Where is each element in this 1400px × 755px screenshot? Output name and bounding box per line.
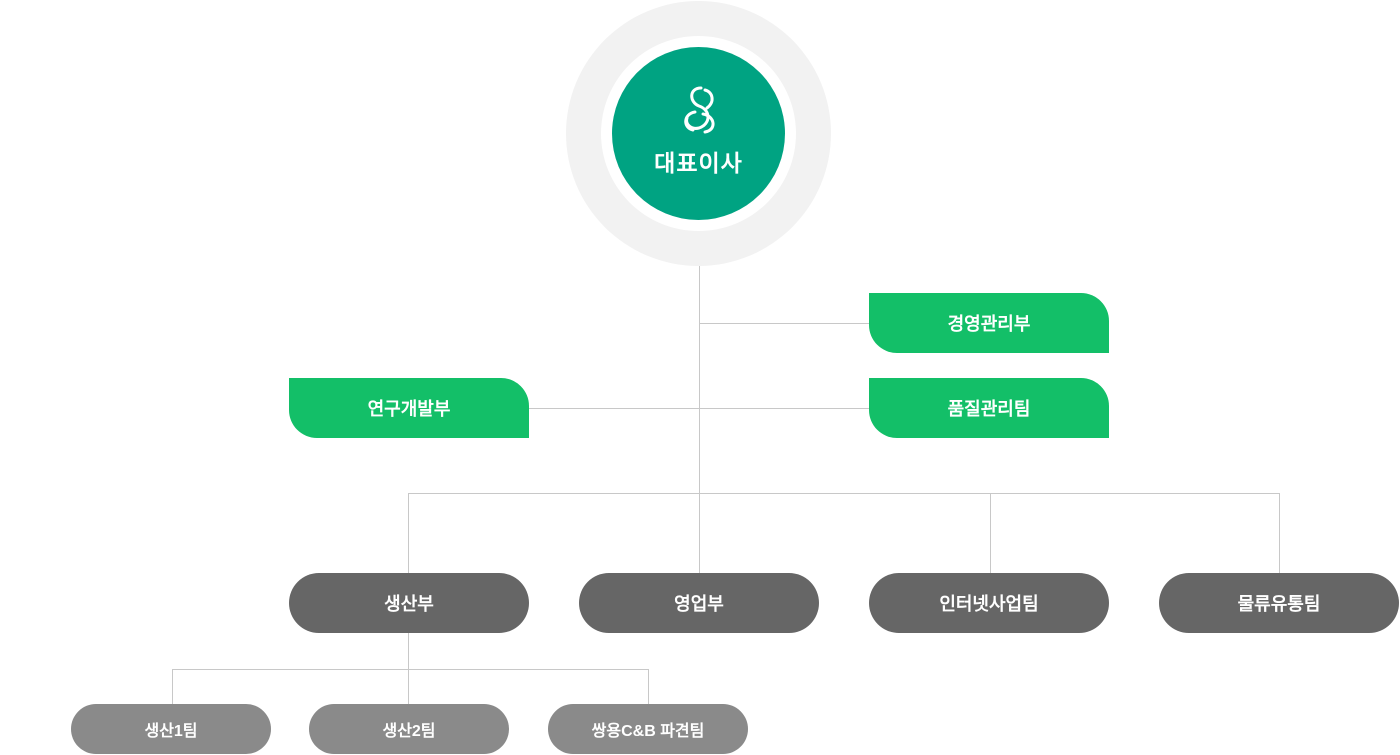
rnd-dept-node: 연구개발부: [289, 378, 529, 438]
ceo-node: 대표이사: [612, 47, 785, 220]
connector-production: [408, 493, 409, 574]
connector-departments-bar: [408, 493, 1280, 494]
connector-team3: [648, 669, 649, 704]
internet-business-team-node: 인터넷사업팀: [869, 573, 1109, 633]
connector-management: [699, 323, 870, 324]
connector-internet-business: [990, 493, 991, 574]
production-dept-node: 생산부: [289, 573, 529, 633]
connector-team1: [172, 669, 173, 704]
sales-dept-node: 영업부: [579, 573, 819, 633]
production-team2-node: 생산2팀: [309, 704, 509, 754]
company-logo-icon: [683, 86, 714, 133]
connector-production-teams: [408, 632, 409, 704]
connector-rnd-quality: [528, 408, 870, 409]
logistics-team-node: 물류유통팀: [1159, 573, 1399, 633]
connector-logistics: [1279, 493, 1280, 574]
ceo-label: 대표이사: [654, 149, 743, 176]
connector-main-vertical: [699, 266, 700, 574]
management-dept-node: 경영관리부: [869, 293, 1109, 353]
dispatch-team-node: 쌍용C&B 파견팀: [548, 704, 748, 754]
quality-team-node: 품질관리팀: [869, 378, 1109, 438]
connector-teams-bar: [172, 669, 649, 670]
production-team1-node: 생산1팀: [71, 704, 271, 754]
